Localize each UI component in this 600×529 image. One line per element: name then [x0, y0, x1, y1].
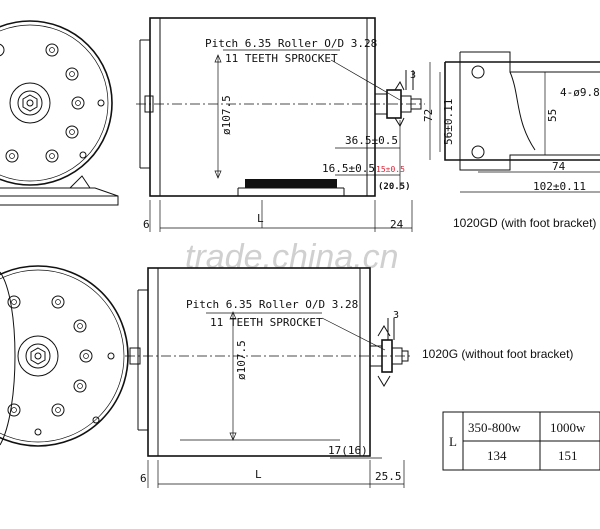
- foot-dim-102: 102±0.11: [533, 180, 586, 193]
- top-dim-20-5: (20.5): [378, 182, 411, 192]
- bolt-circle-top: [0, 43, 85, 163]
- top-sprocket-note-2: 11 TEETH SPROCKET: [225, 52, 338, 65]
- bottom-side-view: [125, 267, 410, 488]
- bottom-dim-6: 6: [140, 472, 147, 485]
- foot-dim-55: 55: [546, 109, 559, 122]
- bottom-sprocket-note-1: Pitch 6.35 Roller O/D 3.28: [186, 298, 358, 311]
- bottom-dim-25-5: 25.5: [375, 470, 402, 483]
- top-dim-6: 6: [143, 218, 150, 231]
- table-value-2: 151: [558, 448, 578, 463]
- table-value-1: 134: [487, 448, 507, 463]
- top-side-view: [136, 17, 425, 232]
- bottom-dim-L: L: [255, 468, 262, 481]
- foot-dim-72: 72: [422, 109, 435, 122]
- top-dim-24: 24: [390, 218, 404, 231]
- bottom-dim-17: 17(16): [328, 444, 368, 457]
- top-dim-3: 3: [410, 70, 416, 81]
- bottom-dim-diameter: ø107.5: [235, 340, 248, 380]
- top-dim-16-5: 16.5±0.5: [322, 162, 375, 175]
- top-dim-diameter: ø107.5: [220, 95, 233, 135]
- top-dim-15-red: 15±0.5: [376, 165, 405, 174]
- length-table: L 350-800w 1000w 134 151: [442, 411, 600, 471]
- watermark: trade.china.cn: [185, 238, 399, 276]
- bolt-circle-bottom: [7, 295, 93, 417]
- foot-caption: 1020GD (with foot bracket): [453, 216, 596, 230]
- foot-dim-holes: 4-ø9.8: [560, 86, 600, 99]
- bottom-end-view: [0, 265, 129, 447]
- bottom-caption: 1020G (without foot bracket): [422, 347, 573, 361]
- foot-dim-74: 74: [552, 160, 566, 173]
- table-row-label: L: [449, 434, 457, 449]
- bottom-dim-3: 3: [393, 310, 399, 321]
- foot-bracket-view: [429, 51, 600, 193]
- top-dim-L: L: [257, 212, 264, 225]
- foot-dim-56: 56±0.11: [442, 99, 455, 145]
- table-header-2: 1000w: [550, 420, 586, 435]
- top-sprocket-note-1: Pitch 6.35 Roller O/D 3.28: [205, 37, 377, 50]
- table-header-1: 350-800w: [468, 420, 521, 435]
- top-end-view: [0, 20, 119, 206]
- top-dim-36-5: 36.5±0.5: [345, 134, 398, 147]
- bottom-sprocket-note-2: 11 TEETH SPROCKET: [210, 316, 323, 329]
